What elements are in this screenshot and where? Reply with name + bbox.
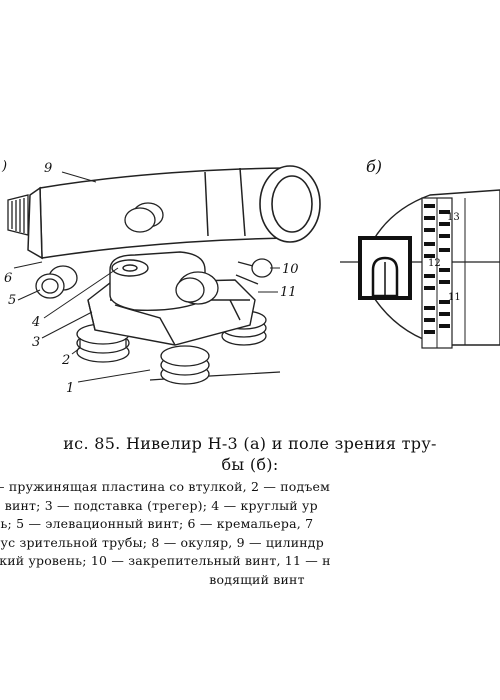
focusing-knob [124, 202, 164, 233]
callout-1: 1 [66, 381, 74, 396]
scale-number-13: 13 [447, 212, 460, 223]
callout-3: 3 [32, 335, 40, 350]
legend-line-6: водящий винт [209, 571, 305, 587]
legend-line-1: — пружинящая пластина со втулкой, 2 — по… [0, 479, 331, 494]
callout-2: 2 [61, 353, 70, 368]
callout-10: 10 [282, 262, 299, 277]
scale-number-11: 11 [448, 292, 461, 303]
elevation-screw [35, 265, 78, 299]
callout-leaders [13, 171, 280, 383]
panel-a-label: ) [1, 159, 7, 174]
caption-line-1: ис. 85. Нивелир Н-3 (а) и поле зрения тр… [63, 434, 437, 453]
caption-line-2: бы (б): [221, 455, 279, 474]
callout-6: 6 [4, 271, 12, 286]
panel-b-label: б) [366, 157, 382, 176]
callout-11: 11 [280, 285, 297, 300]
callout-numbers: 9 6 5 4 3 2 1 10 11 [4, 161, 299, 396]
staff-ticks [424, 204, 450, 334]
foot-screw-front-left [76, 323, 130, 363]
callout-9: 9 [44, 161, 52, 176]
legend-line-4: пус зрительной трубы; 8 — окуляр, 9 — ци… [0, 534, 324, 550]
clamp-screw [235, 258, 273, 285]
field-of-view: 13 12 11 [340, 189, 500, 349]
housing-knob [175, 271, 219, 305]
callout-5: 5 [8, 293, 16, 308]
figure-legend: — пружинящая пластина со втулкой, 2 — по… [0, 478, 500, 589]
callout-4: 4 [31, 315, 40, 330]
legend-line-3: нь; 5 — элевационный винт; 6 — кремальер… [0, 516, 314, 531]
eyepiece [7, 194, 29, 236]
instrument-figure: ) б) [1, 157, 500, 396]
objective-lens [259, 165, 321, 243]
telescope-tube [27, 167, 291, 260]
scale-number-12: 12 [428, 258, 441, 269]
legend-line-2: й винт; 3 — подставка (трегер); 4 — круг… [0, 497, 318, 513]
foot-screw-front-right [160, 345, 210, 385]
figure-caption: ис. 85. Нивелир Н-3 (а) и поле зрения тр… [0, 433, 500, 475]
legend-line-5: ский уровень; 10 — закрепительный винт, … [0, 553, 331, 568]
